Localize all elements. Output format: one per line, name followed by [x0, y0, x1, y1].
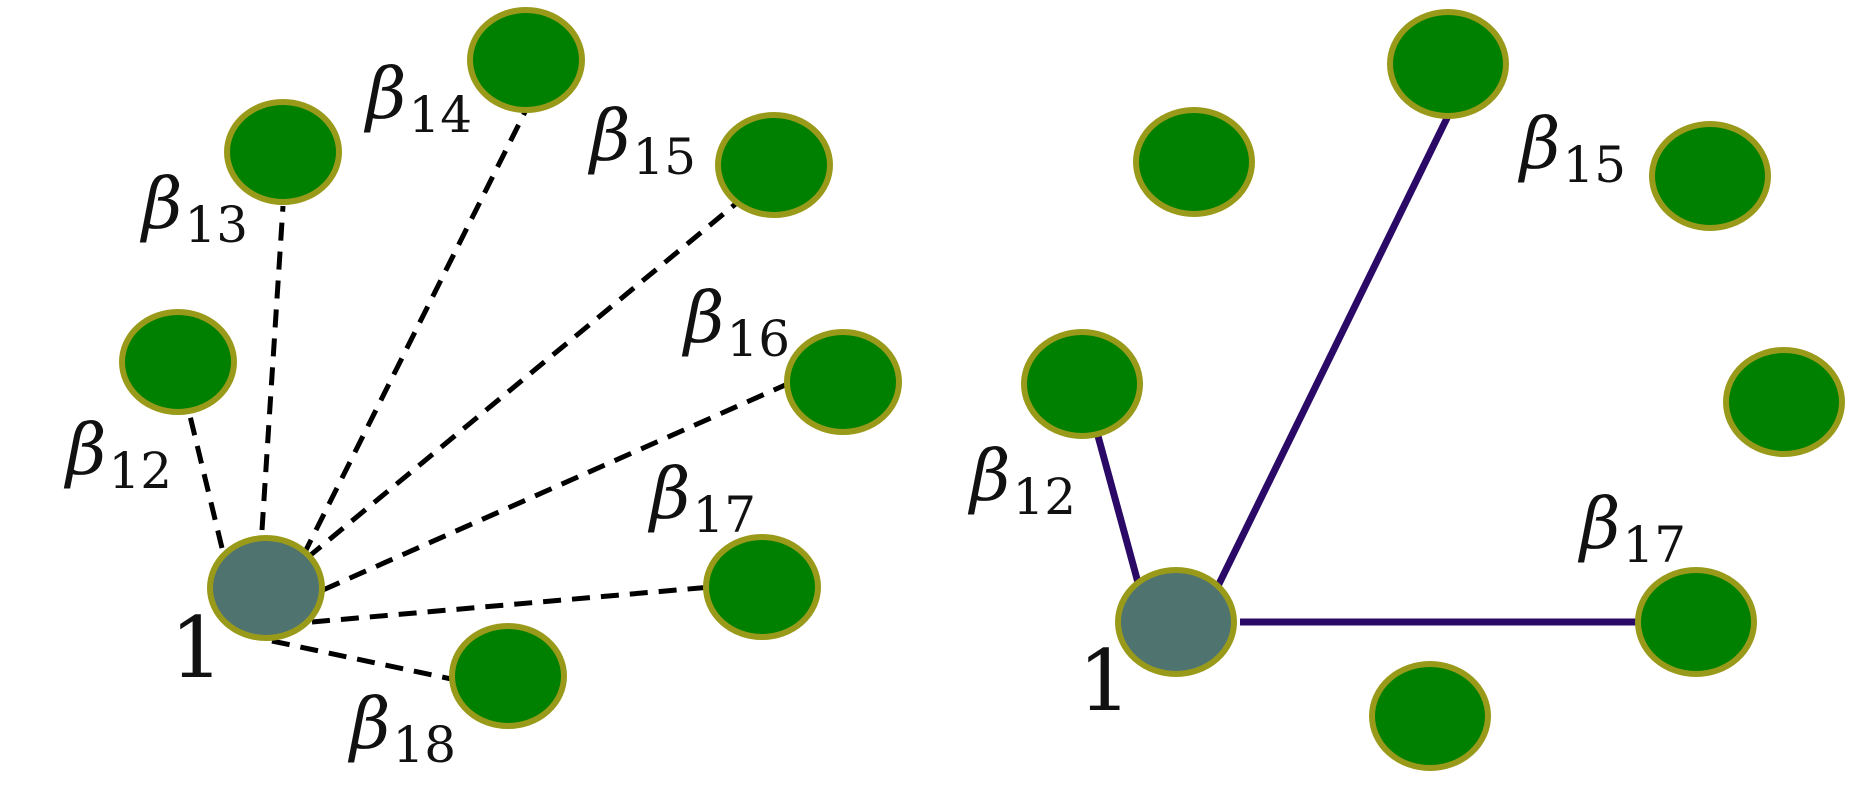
- left-edge-1-4: [300, 108, 529, 558]
- left-label-beta-16: β16: [681, 277, 790, 368]
- right-edge-1-2: [1094, 435, 1144, 591]
- left-node-3: [224, 99, 342, 205]
- right-panel: 1 β12 β15 β17: [967, 9, 1845, 771]
- left-edge-1-2: [187, 415, 225, 549]
- left-node-8: [449, 623, 567, 729]
- right-label-beta-15: β15: [1517, 103, 1626, 194]
- left-node-1-label: 1: [170, 599, 223, 697]
- right-node-1-label: 1: [1078, 632, 1131, 730]
- left-node-4: [467, 7, 585, 113]
- left-edge-1-3: [259, 205, 286, 531]
- left-label-beta-17: β17: [647, 453, 756, 544]
- left-panel: 1 β12 β13 β14 β15 β16 β17 β18: [63, 7, 902, 774]
- right-node-2: [1021, 329, 1143, 439]
- left-label-beta-15: β15: [587, 95, 696, 186]
- left-node-6: [784, 329, 902, 435]
- left-node-2: [119, 309, 237, 415]
- left-edge-1-8: [271, 638, 457, 683]
- left-node-1: [207, 535, 325, 641]
- right-node-3: [1133, 107, 1255, 217]
- right-node-4: [1387, 9, 1509, 119]
- left-edge-1-5: [305, 200, 740, 560]
- right-node-5: [1649, 121, 1771, 231]
- left-node-7: [703, 534, 821, 640]
- left-label-beta-14: β14: [363, 53, 472, 144]
- right-node-7: [1635, 567, 1757, 677]
- left-edge-1-7: [311, 584, 712, 625]
- left-label-beta-12: β12: [63, 409, 172, 500]
- right-edge-1-4: [1214, 114, 1452, 588]
- right-node-1: [1115, 567, 1237, 677]
- right-label-beta-12: β12: [967, 435, 1076, 526]
- right-node-6: [1723, 347, 1845, 457]
- left-node-5: [715, 112, 833, 218]
- left-label-beta-18: β18: [347, 683, 456, 774]
- right-label-beta-17: β17: [1577, 483, 1686, 574]
- right-node-8: [1369, 661, 1491, 771]
- left-label-beta-13: β13: [139, 163, 248, 254]
